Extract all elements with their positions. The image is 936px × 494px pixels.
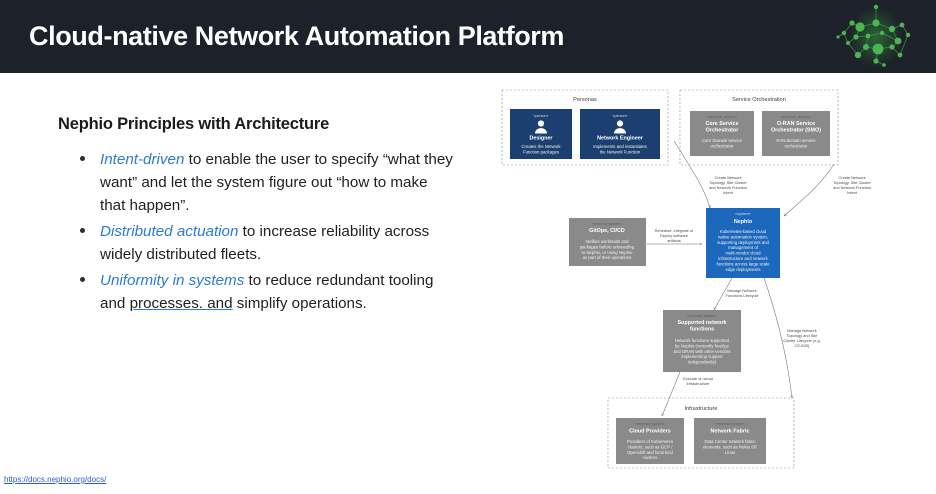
bullet-dot-icon bbox=[80, 277, 85, 282]
bullet-text-tail: simplify operations. bbox=[232, 295, 367, 312]
node-stereotype: «external_system» bbox=[707, 115, 737, 119]
page-title: Cloud-native Network Automation Platform bbox=[29, 21, 565, 51]
node-stereotype: «external_system» bbox=[687, 314, 717, 318]
edge-nephio-to-infrastructure bbox=[763, 277, 792, 398]
bullet-underlined-text[interactable]: processes. and bbox=[129, 295, 233, 312]
page-header: Cloud-native Network Automation Platform bbox=[0, 0, 936, 73]
person-icon bbox=[535, 120, 547, 134]
group-label-service-orchestration: Service Orchestration bbox=[732, 97, 786, 103]
node-title: Cloud Providers bbox=[629, 429, 671, 435]
network-graph-logo-icon bbox=[826, 3, 922, 71]
person-icon bbox=[614, 120, 626, 134]
node-cloud-providers[interactable]: «external_system» Cloud Providers Provid… bbox=[616, 418, 684, 464]
edge-orchestration-to-nephio bbox=[784, 163, 835, 216]
node-title: GitOps, CI/CD bbox=[589, 228, 625, 234]
group-service-orchestration: Service Orchestration «external_system» … bbox=[679, 89, 839, 166]
group-label-personas: Personas bbox=[573, 97, 597, 103]
node-network-engineer[interactable]: «person» Network Engineer Implements and… bbox=[580, 109, 660, 159]
principles-panel: Nephio Principles with Architecture Inte… bbox=[0, 73, 480, 494]
node-stereotype: «external_system» bbox=[781, 115, 811, 119]
bullet-dot-icon bbox=[80, 156, 85, 161]
node-title: Nephio bbox=[734, 219, 753, 225]
list-item: Uniformity in systems to reduce redundan… bbox=[76, 269, 456, 315]
bullet-emphasis: Uniformity in systems bbox=[100, 272, 245, 289]
list-item: Distributed actuation to increase reliab… bbox=[76, 220, 456, 266]
node-stereotype: «person» bbox=[613, 114, 628, 118]
node-stereotype: «system» bbox=[735, 212, 750, 216]
bullet-emphasis: Distributed actuation bbox=[100, 223, 239, 240]
group-label-infrastructure: Infrastructure bbox=[685, 406, 718, 412]
node-title: Designer bbox=[529, 136, 553, 142]
node-stereotype: «external_system» bbox=[592, 222, 622, 226]
edge-functions-to-cloud-providers bbox=[662, 371, 681, 416]
bullet-emphasis: Intent-driven bbox=[100, 151, 185, 168]
edge-personas-to-nephio bbox=[673, 140, 710, 208]
node-stereotype: «external_system» bbox=[635, 422, 665, 426]
bullet-text: to increase reliability across widely di… bbox=[100, 223, 430, 263]
bullet-text: to reduce redundant tooling and bbox=[100, 272, 434, 312]
node-gitops-cicd[interactable]: «external_system» GitOps, CI/CD Verifies… bbox=[569, 218, 646, 266]
bullet-dot-icon bbox=[80, 228, 85, 233]
node-stereotype: «external_system» bbox=[715, 422, 745, 426]
docs-link[interactable]: https://docs.nephio.org/docs/ bbox=[4, 475, 107, 484]
edge-nephio-to-network-functions bbox=[714, 277, 733, 310]
group-personas: Personas «person» Designer Creates the N… bbox=[501, 89, 669, 166]
list-item: Intent-driven to enable the user to spec… bbox=[76, 148, 456, 217]
node-network-fabric[interactable]: «external_system» Network Fabric Data Ce… bbox=[694, 418, 766, 464]
group-infrastructure: Infrastructure «external_system» Cloud P… bbox=[607, 397, 795, 469]
node-title: Network Engineer bbox=[597, 136, 644, 142]
principles-list: Intent-driven to enable the user to spec… bbox=[76, 148, 456, 318]
bullet-text: to enable the user to specify “what they… bbox=[100, 151, 453, 214]
architecture-diagram: Personas «person» Designer Creates the N… bbox=[488, 84, 936, 484]
section-title: Nephio Principles with Architecture bbox=[58, 115, 330, 133]
node-title: Network Fabric bbox=[711, 429, 750, 435]
node-stereotype: «person» bbox=[534, 114, 549, 118]
